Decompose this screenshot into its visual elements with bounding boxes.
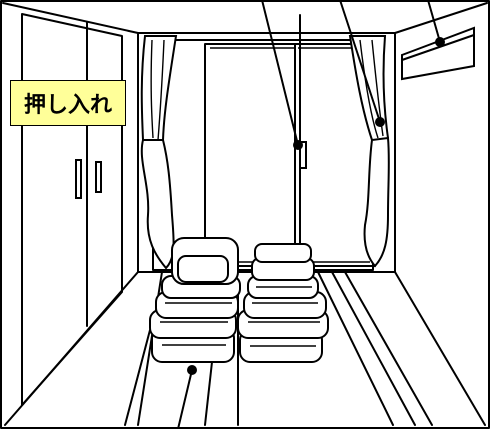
air-conditioner <box>401 26 475 81</box>
curtain-left <box>140 35 178 270</box>
window <box>152 14 376 271</box>
marker-dot-window-handle <box>293 140 303 150</box>
marker-dot-air-conditioner <box>435 37 445 47</box>
marker-dot-curtain <box>375 117 385 127</box>
futon-stack-left <box>149 237 241 363</box>
futon-stack-right <box>237 243 329 363</box>
closet-label: 押し入れ <box>10 80 126 126</box>
marker-dot-futon <box>187 365 197 375</box>
curtain-right <box>348 35 390 268</box>
pointer-lines <box>177 0 441 429</box>
closet-doors <box>21 13 123 406</box>
